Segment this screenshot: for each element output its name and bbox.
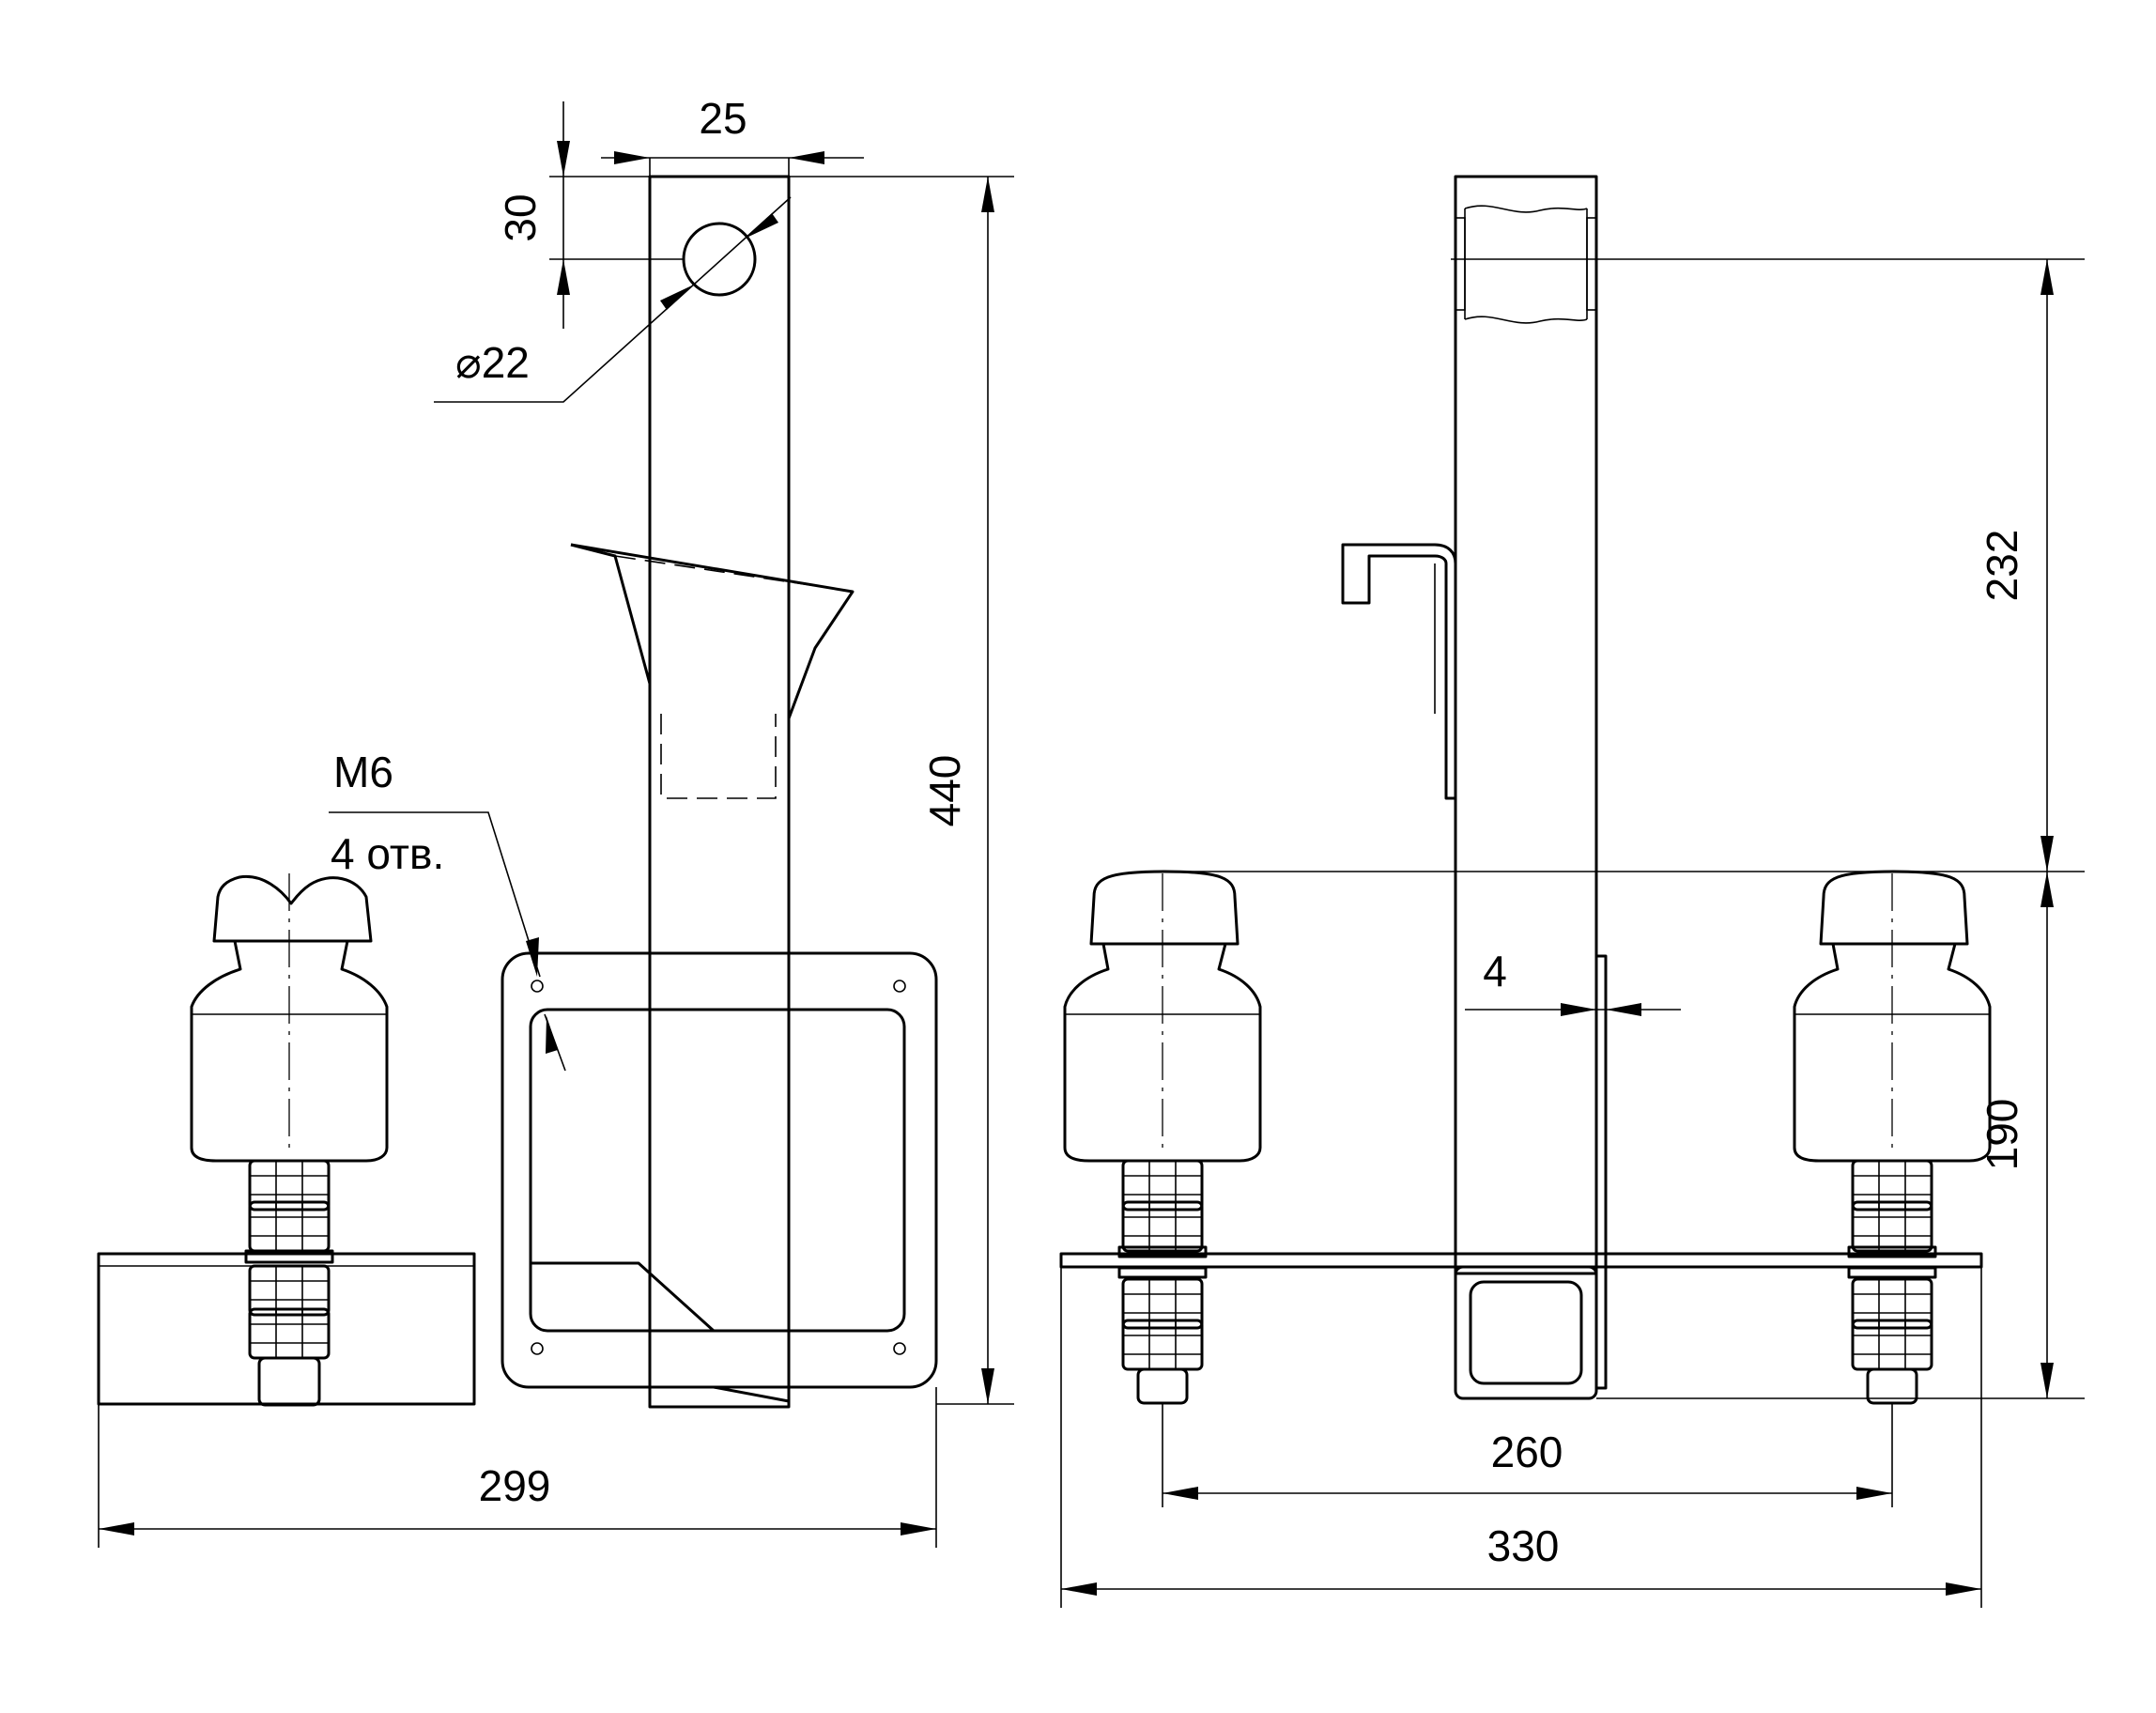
label-4-holes: 4 отв. — [331, 829, 444, 878]
dim-label-299: 299 — [479, 1461, 551, 1510]
side-plate — [1594, 954, 1608, 1390]
square-frame — [500, 951, 938, 1403]
dim-label-232: 232 — [1978, 530, 2026, 602]
dim-299: 299 — [98, 1387, 937, 1548]
dim-label-260: 260 — [1491, 1428, 1563, 1476]
front-bracket — [1341, 543, 1457, 800]
label-m6: M6 — [333, 748, 393, 796]
front-post — [1454, 175, 1598, 1275]
dim-label-190: 190 — [1978, 1099, 2026, 1171]
dim-25: 25 — [601, 94, 864, 177]
dim-330: 330 — [1060, 1267, 1982, 1608]
tube-section — [1454, 1265, 1598, 1400]
dim-label-4: 4 — [1483, 947, 1507, 995]
side-insulator — [190, 873, 389, 1407]
dim-440: 440 — [789, 176, 1014, 1405]
callout-m6: M6 4 отв. — [329, 748, 566, 1072]
funnel-bracket — [570, 543, 855, 799]
front-insulator-left — [1063, 870, 1262, 1405]
side-base-plate — [97, 1252, 476, 1406]
dim-4: 4 — [1465, 947, 1681, 1016]
front-view: 4 232 190 260 — [1059, 175, 2085, 1608]
dim-label-440: 440 — [920, 755, 969, 827]
dim-232: 232 — [1164, 258, 2085, 872]
dim-label-30: 30 — [496, 193, 545, 241]
break-section — [1455, 205, 1597, 324]
dim-30: 30 — [496, 101, 684, 329]
front-insulator-right — [1793, 870, 1992, 1405]
dim-label-330: 330 — [1487, 1521, 1560, 1570]
side-view: 25 30 ⌀22 M6 4 отв. — [97, 94, 1014, 1548]
dim-190: 190 — [1596, 872, 2085, 1399]
dim-260: 260 — [1162, 1403, 1893, 1507]
side-post — [648, 175, 791, 1409]
dim-dia22: ⌀22 — [434, 196, 792, 403]
dim-label-25: 25 — [699, 94, 747, 143]
dim-label-dia22: ⌀22 — [455, 338, 530, 387]
